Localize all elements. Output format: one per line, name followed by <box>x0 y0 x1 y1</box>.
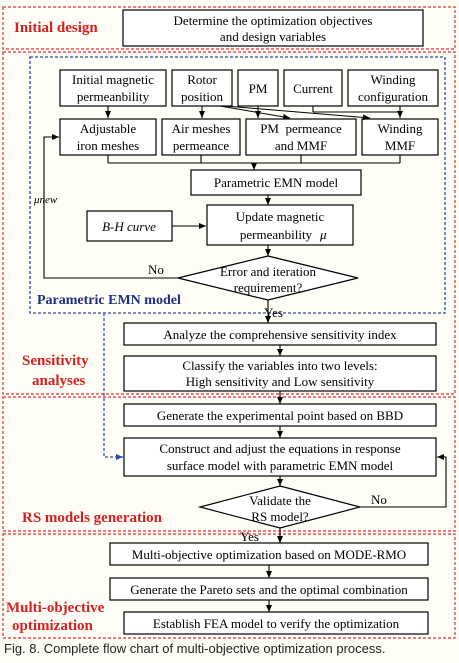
box-initial-permeability-line2: permeanbility <box>77 89 150 104</box>
box-initial-permeability-line1: Initial magnetic <box>72 72 154 87</box>
stage-frame-moo <box>2 533 456 639</box>
flowchart-canvas: Initial design Sensitivity analyses RS m… <box>2 6 456 639</box>
box-current <box>283 69 343 107</box>
label-mu: μ <box>319 227 327 242</box>
box-classify-line2: High sensitivity and Low sensitivity <box>186 374 375 389</box>
arrow-rotor-to-pmperm <box>219 105 291 120</box>
emn-model-label: Parametric EMN model <box>37 293 181 308</box>
box-determine-line2: and design variables <box>220 29 326 44</box>
box-air-meshes-line1: Air meshes <box>172 121 231 136</box>
stage-label-sensitivity-2: analyses <box>32 373 86 389</box>
box-construct-line1: Construct and adjust the equations in re… <box>159 441 400 456</box>
figure-caption: Fig. 8. Complete flow chart of multi-obj… <box>4 641 386 656</box>
box-update-line2: permeanbility <box>240 227 313 242</box>
box-pm-permeance-line2: and MMF <box>275 138 327 153</box>
label-yes-validate: Yes <box>240 529 259 544</box>
box-rotor-line1: Rotor <box>187 72 217 87</box>
box-fea-model <box>123 611 429 635</box>
box-classify-line1: Classify the variables into two levels: <box>182 358 377 373</box>
box-analyze-label: Analyze the comprehensive sensitivity in… <box>163 327 397 342</box>
box-parametric-emn <box>190 169 362 196</box>
box-winding-mmf-line2: MMF <box>385 138 415 153</box>
box-update-permeability <box>206 204 354 246</box>
stage-label-moo-2: optimization <box>12 618 93 634</box>
box-rotor-line2: position <box>181 89 223 104</box>
box-air-meshes-line2: permeance <box>173 138 230 153</box>
box-winding-configuration <box>347 69 439 107</box>
box-pareto-label: Generate the Pareto sets and the optimal… <box>130 582 408 597</box>
box-parametric-emn-label: Parametric EMN model <box>214 175 339 190</box>
loop-no-to-iron <box>43 134 178 279</box>
box-bbd-label: Generate the experimental point based on… <box>157 408 403 423</box>
link-emn-to-construct <box>103 313 123 460</box>
label-no-error: No <box>148 262 164 277</box>
box-construct-rs <box>123 437 437 477</box>
box-mode-rmo-label: Multi-objective optimization based on MO… <box>132 547 406 562</box>
emn-frame <box>29 56 446 314</box>
box-bh-curve-label: B-H curve <box>102 219 156 234</box>
diamond-error-line1: Error and iteration <box>220 264 317 279</box>
box-construct-line2: surface model with parametric EMN model <box>167 458 394 473</box>
arrow-rotor-to-windmmf <box>224 105 371 121</box>
box-adjustable-iron-line2: iron meshes <box>77 138 139 153</box>
box-winding-mmf <box>361 118 439 156</box>
box-fea-label: Establish FEA model to verify the optimi… <box>153 616 400 631</box>
box-pm-permeance-line1: PM permeance <box>260 121 342 136</box>
diamond-validate-line2: RS model? <box>251 509 309 524</box>
box-winding-conf-line2: configuration <box>358 89 429 104</box>
box-air-meshes <box>161 118 241 156</box>
box-current-label: Current <box>293 81 333 96</box>
stage-label-initial: Initial design <box>14 20 98 36</box>
box-determine-line1: Determine the optimization objectives <box>174 13 373 28</box>
box-pm-label: PM <box>249 81 268 96</box>
stage-frame-emn-sensitivity <box>2 51 456 395</box>
box-update-line1: Update magnetic <box>236 209 325 224</box>
stage-frame-rs <box>2 396 456 532</box>
box-pm <box>237 69 279 107</box>
box-classify-variables <box>123 355 437 392</box>
stage-label-rs: RS models generation <box>22 510 163 526</box>
box-adjustable-iron <box>59 118 157 156</box>
box-adjustable-iron-line1: Adjustable <box>80 121 137 136</box>
loop-no-to-construct <box>360 454 447 508</box>
stage-frame-initial <box>2 6 456 50</box>
box-pm-permeance <box>245 118 357 156</box>
box-determine-objectives <box>122 9 424 47</box>
box-initial-permeability <box>59 69 167 107</box>
stage-label-moo-1: Multi-objective <box>6 600 105 616</box>
diamond-error-line2: requirement? <box>234 280 303 295</box>
box-winding-mmf-line1: Winding <box>378 121 423 136</box>
stage-label-sensitivity-1: Sensitivity <box>22 353 89 369</box>
label-no-validate: No <box>371 492 387 507</box>
box-winding-conf-line1: Winding <box>371 72 416 87</box>
box-bh-curve <box>86 210 173 242</box>
diamond-validate-line1: Validate the <box>249 493 311 508</box>
label-mu-new: μnew <box>33 194 58 206</box>
label-yes-error: Yes <box>264 305 283 320</box>
